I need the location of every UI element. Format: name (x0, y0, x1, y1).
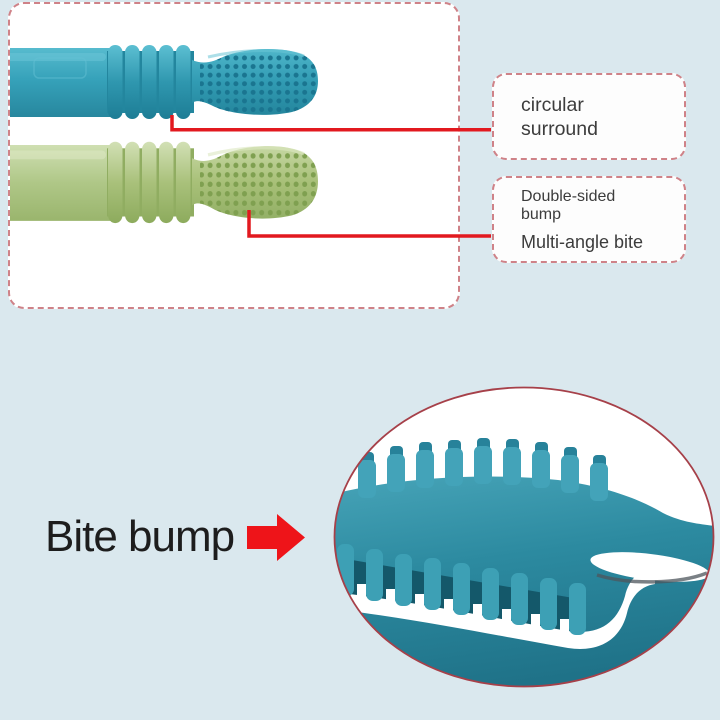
callout-line-1: circular (521, 93, 584, 116)
closeup-middle-bumps (337, 544, 586, 635)
callout-line-2: bump (521, 205, 562, 223)
arrow-right-icon (247, 514, 305, 561)
teether-tubes-photo (10, 45, 318, 224)
bite-bump-label: Bite bump (45, 512, 235, 561)
callout-circular-surround: circular surround (492, 73, 686, 160)
closeup-photo-content (334, 438, 714, 687)
closeup-top-bumps (358, 446, 608, 501)
product-photo-panel (8, 2, 460, 309)
blue-teether-tube (10, 45, 318, 119)
closeup-slit-notches (357, 584, 569, 635)
green-teether-tube (10, 141, 318, 224)
closeup-border (333, 386, 715, 688)
callout-secondary-label: Multi-angle bite (521, 231, 644, 252)
callout-line-1: Double-sided (521, 187, 616, 205)
bite-bump-closeup (333, 386, 715, 688)
closeup-tip-opening (590, 552, 710, 582)
callout-line-2: surround (521, 117, 598, 140)
callout-double-sided-bump: Double-sided bump Multi-angle bite (492, 176, 686, 263)
